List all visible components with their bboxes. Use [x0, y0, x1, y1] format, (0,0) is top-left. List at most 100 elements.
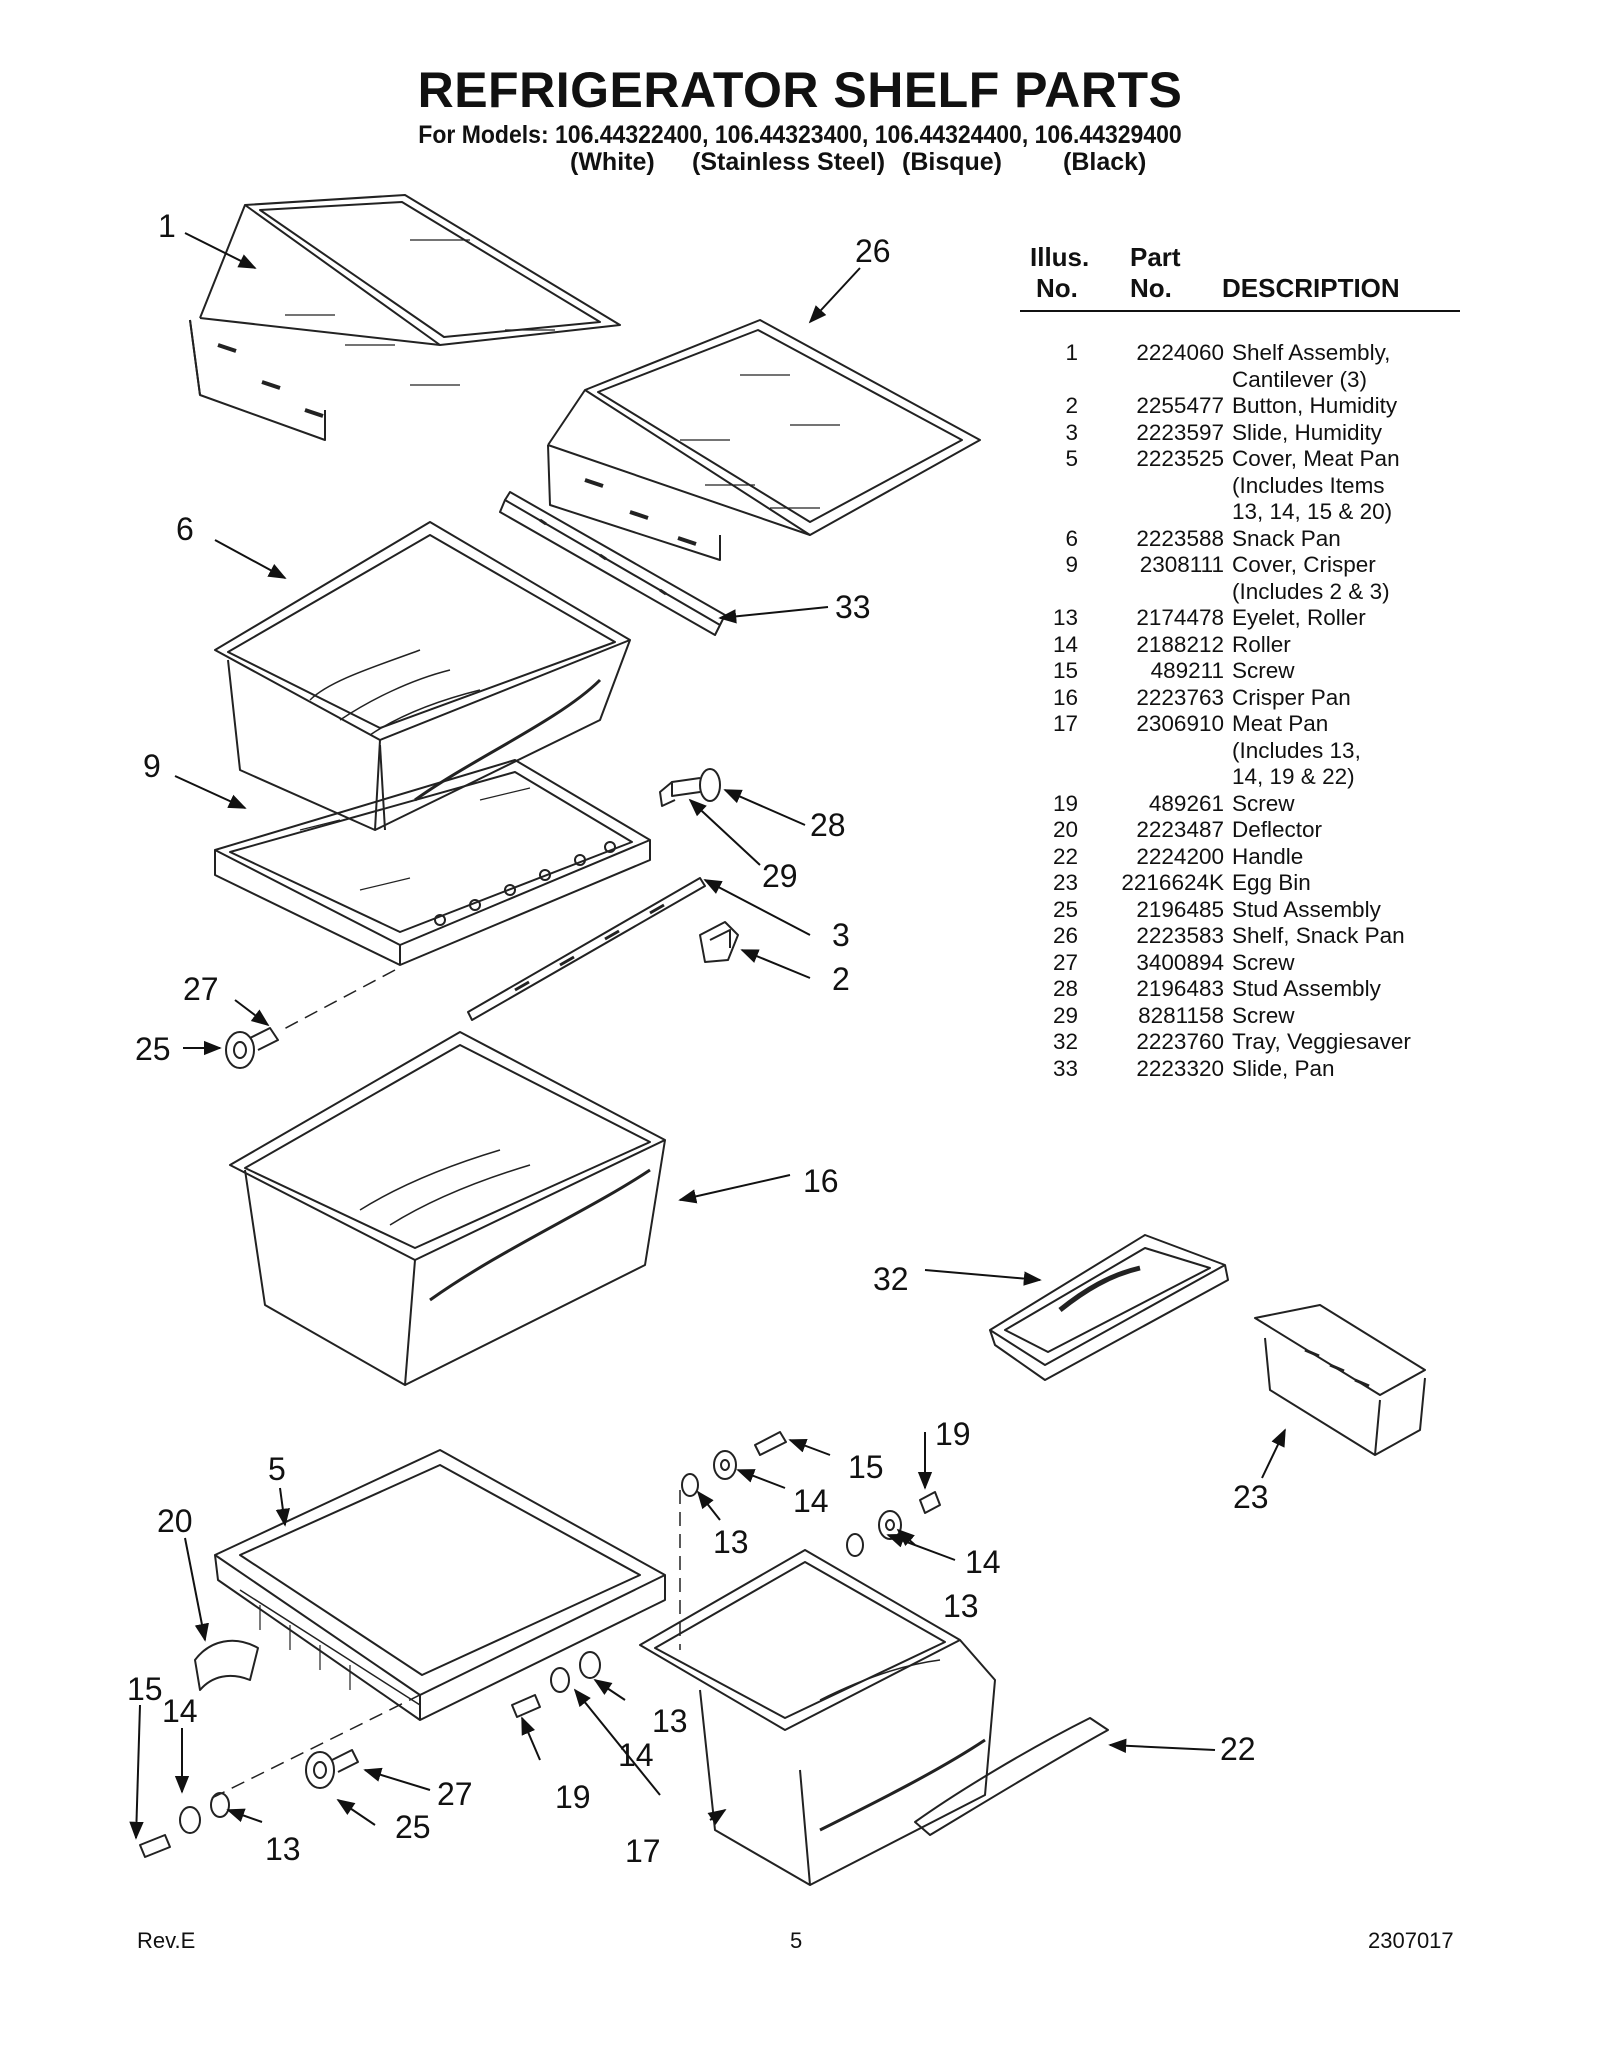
illus-no-cell: 15	[1052, 658, 1078, 683]
finish-black: (Black)	[1063, 148, 1147, 176]
callout-13-d: 13	[265, 1831, 301, 1867]
assembly-guide-lines	[211, 969, 681, 1799]
callout-16: 16	[803, 1163, 839, 1199]
illus-no-cell: 16	[1052, 684, 1078, 710]
description-cell: Stud Assembly	[1232, 976, 1381, 1001]
callout-13-a: 13	[713, 1524, 749, 1560]
header-illus-1: Illus.	[1030, 242, 1090, 272]
callout-28: 28	[810, 807, 846, 843]
part-no-cell: 2306910	[1136, 711, 1224, 736]
header-illus-2: No.	[1036, 273, 1078, 303]
part-no-cell: 2308111	[1139, 552, 1224, 577]
illus-no-cell: 14	[1052, 631, 1078, 657]
stud-assembly-28-drawing	[659, 768, 721, 807]
table-row: 26 2223583 Shelf, Snack Pan	[1020, 923, 1460, 950]
page-header: REFRIGERATOR SHELF PARTS For Models: 106…	[0, 60, 1600, 150]
description-cell: Snack Pan	[1232, 525, 1341, 551]
finish-stainless: (Stainless Steel)	[692, 148, 886, 176]
table-row: 33 2223320 Slide, Pan	[1020, 1056, 1460, 1083]
description-cell: Button, Humidity	[1232, 393, 1398, 418]
header-part-1: Part	[1130, 242, 1181, 272]
callout-25-top: 25	[135, 1031, 171, 1067]
callout-13-c: 13	[652, 1703, 688, 1739]
callout-13-b: 13	[943, 1588, 979, 1624]
part-no-cell: 2223588	[1136, 525, 1224, 551]
header-description: DESCRIPTION	[1222, 273, 1400, 303]
part-no-cell: 2223320	[1136, 1055, 1224, 1081]
tray-veggiesaver-32-drawing	[989, 1234, 1229, 1381]
footer-page-number: 5	[790, 1928, 803, 1953]
callout-23: 23	[1233, 1479, 1269, 1515]
callout-27-bottom: 27	[437, 1776, 473, 1812]
description-cell: Stud Assembly	[1232, 896, 1381, 922]
footer-doc-number: 2307017	[1368, 1928, 1454, 1953]
table-row: 16 2223763 Crisper Pan	[1020, 685, 1460, 712]
description-cell: Slide, Pan	[1232, 1055, 1335, 1081]
part-no-cell: 2223763	[1136, 684, 1224, 710]
description-cell: Shelf, Snack Pan	[1232, 923, 1405, 948]
stud-assembly-25-drawing	[225, 1027, 279, 1069]
callout-6: 6	[176, 511, 194, 547]
footer-revision: Rev.E	[137, 1928, 196, 1953]
callout-15-right: 15	[848, 1449, 884, 1485]
shelf-snack-pan-26-drawing	[547, 319, 981, 561]
callout-26: 26	[855, 233, 891, 269]
illus-no-cell: 28	[1052, 976, 1078, 1001]
part-no-cell: 3400894	[1136, 949, 1224, 975]
illus-no-cell: 19	[1052, 790, 1078, 816]
description-cell: Cover, Crisper (Includes 2 & 3)	[1232, 552, 1390, 604]
callout-14-a: 14	[793, 1483, 829, 1519]
description-cell: Handle	[1232, 843, 1304, 869]
callout-leaders	[129, 232, 1286, 1840]
callout-14-c: 14	[618, 1737, 654, 1773]
callout-20: 20	[157, 1503, 193, 1539]
egg-bin-23-drawing	[1254, 1304, 1426, 1456]
illus-no-cell: 33	[1052, 1055, 1078, 1081]
snack-pan-6-drawing	[214, 521, 631, 831]
illus-no-cell: 32	[1052, 1029, 1078, 1054]
part-no-cell: 489261	[1148, 790, 1224, 816]
part-no-cell: 2223583	[1136, 923, 1224, 948]
illus-no-cell: 5	[1065, 446, 1078, 471]
callout-32: 32	[873, 1261, 909, 1297]
part-no-cell: 2223597	[1136, 419, 1224, 445]
finish-bisque: (Bisque)	[902, 148, 1002, 176]
part-no-cell: 2216624K	[1121, 870, 1224, 895]
description-cell: Tray, Veggiesaver	[1232, 1029, 1411, 1054]
description-cell: Screw	[1232, 658, 1295, 683]
part-no-cell: 2196485	[1136, 896, 1224, 922]
description-cell: Cover, Meat Pan (Includes Items 13, 14, …	[1232, 446, 1400, 524]
part-no-cell: 2174478	[1136, 605, 1224, 630]
callout-25-bottom: 25	[395, 1809, 431, 1845]
description-cell: Meat Pan (Includes 13, 14, 19 & 22)	[1232, 711, 1361, 789]
description-cell: Screw	[1232, 1002, 1295, 1028]
deflector-20-drawing	[194, 1639, 259, 1691]
description-cell: Slide, Humidity	[1232, 419, 1383, 445]
callout-33: 33	[835, 589, 871, 625]
part-no-cell: 2223760	[1136, 1029, 1224, 1054]
illus-no-cell: 26	[1052, 923, 1078, 948]
callout-29: 29	[762, 858, 798, 894]
description-cell: Crisper Pan	[1232, 684, 1351, 710]
callout-labels: 1 26 6 33 9 28 29 3 2 27 25 16 32 23 5 1…	[127, 208, 1269, 1869]
part-no-cell: 2223525	[1136, 446, 1224, 471]
description-cell: Shelf Assembly, Cantilever (3)	[1232, 340, 1391, 392]
shelf-assembly-1-drawing	[189, 194, 621, 441]
part-no-cell: 2188212	[1136, 631, 1224, 657]
meat-pan-17-drawing	[639, 1549, 996, 1886]
callout-17: 17	[625, 1833, 661, 1869]
callout-19-left: 19	[555, 1779, 591, 1815]
illus-no-cell: 20	[1052, 817, 1078, 842]
slide-pan-33-drawing	[499, 491, 726, 636]
models-line: For Models: 106.44322400, 106.44323400, …	[418, 121, 1182, 149]
